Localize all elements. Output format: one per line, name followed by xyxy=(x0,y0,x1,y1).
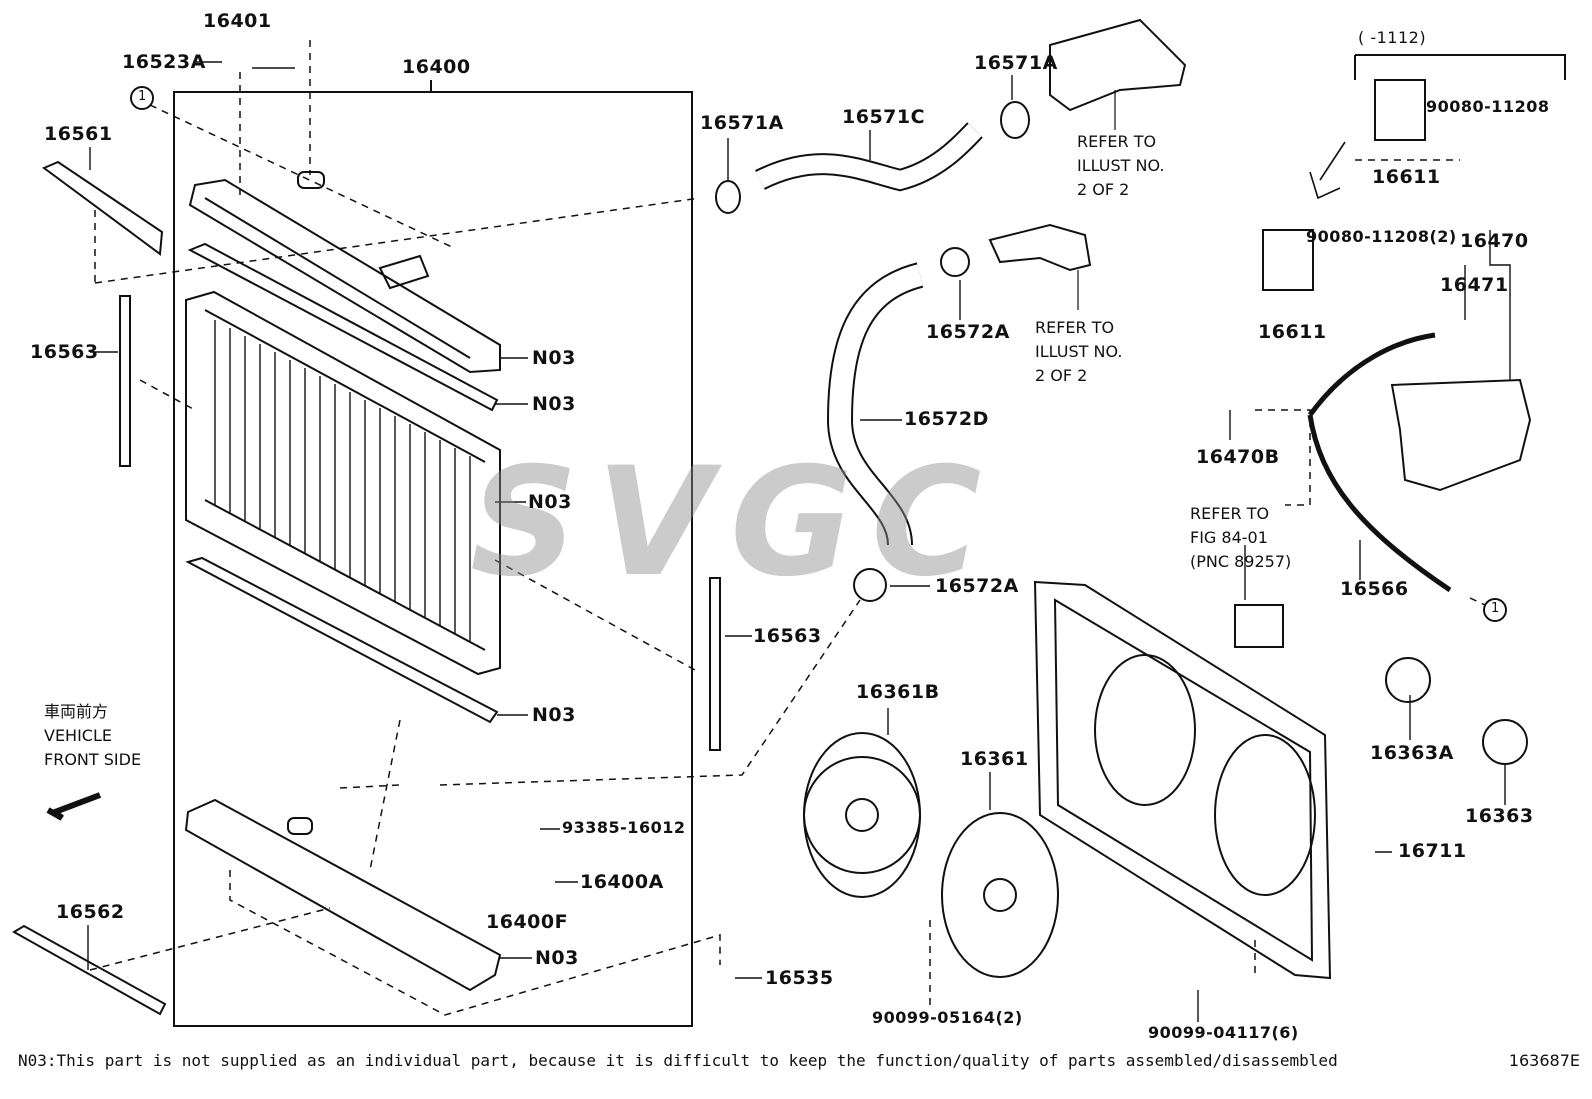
part-label-16562[interactable]: 16562 xyxy=(56,901,125,923)
part-label-90080-11208-2[interactable]: 90080-11208(2) xyxy=(1306,227,1457,246)
refer-note-lower-outlet[interactable]: REFER TO ILLUST NO. 2 OF 2 xyxy=(1035,318,1123,385)
part-label-90099-04117[interactable]: 90099-04117(6) xyxy=(1148,1023,1299,1042)
part-label-16571C[interactable]: 16571C xyxy=(842,106,926,128)
part-label-16401[interactable]: 16401 xyxy=(203,10,272,32)
part-label-16363A[interactable]: 16363A xyxy=(1370,742,1454,764)
watermark-logo: SVGC xyxy=(470,436,1000,610)
part-label-16361[interactable]: 16361 xyxy=(960,748,1029,770)
upper-tank xyxy=(188,171,501,374)
refer-note-fan-ecu[interactable]: REFER TO FIG 84-01 (PNC 89257) xyxy=(1190,504,1292,571)
fan-shroud-16711 xyxy=(1033,580,1332,980)
clamp-16571A-right xyxy=(1000,101,1030,139)
callout-number-1-right: 1 xyxy=(1491,601,1500,616)
part-label-n03-3[interactable]: N03 xyxy=(528,491,572,513)
seal-16561 xyxy=(42,160,164,256)
clamp-16571A-left xyxy=(715,180,741,214)
lower-tank xyxy=(184,798,502,992)
part-label-16471[interactable]: 16471 xyxy=(1440,274,1509,296)
part-label-16611-top[interactable]: 16611 xyxy=(1372,166,1441,188)
part-label-16400[interactable]: 16400 xyxy=(402,56,471,78)
part-label-16470[interactable]: 16470 xyxy=(1460,230,1529,252)
part-label-16572A-bottom[interactable]: 16572A xyxy=(935,575,1019,597)
bracket-16611-upper xyxy=(1374,79,1426,141)
part-label-16363[interactable]: 16363 xyxy=(1465,805,1534,827)
part-label-16571A-right[interactable]: 16571A xyxy=(974,52,1058,74)
refer-note-upper-outlet[interactable]: REFER TO ILLUST NO. 2 OF 2 xyxy=(1077,132,1165,199)
part-label-16563-left[interactable]: 16563 xyxy=(30,341,99,363)
part-label-16561[interactable]: 16561 xyxy=(44,123,113,145)
clamp-16572A-bottom xyxy=(853,568,887,602)
part-label-90099-05164[interactable]: 90099-05164(2) xyxy=(872,1008,1023,1027)
footnote-n03: N03:This part is not supplied as an indi… xyxy=(18,1051,1338,1070)
part-label-16572D[interactable]: 16572D xyxy=(904,408,989,430)
part-label-16563-right[interactable]: 16563 xyxy=(753,625,822,647)
part-label-90080-11208[interactable]: 90080-11208 xyxy=(1426,97,1550,116)
part-label-n03-2[interactable]: N03 xyxy=(532,393,576,415)
radiator-core xyxy=(185,290,501,676)
part-label-16361B[interactable]: 16361B xyxy=(856,681,940,703)
seal-16563-right xyxy=(709,577,721,751)
assembly-direction-arrow xyxy=(1309,141,1346,200)
clamp-16572A-top xyxy=(940,247,970,277)
radiator-assembly-frame xyxy=(173,91,693,1027)
part-label-n03-1[interactable]: N03 xyxy=(532,347,576,369)
part-label-16572A-top[interactable]: 16572A xyxy=(926,321,1010,343)
vehicle-front-en2: FRONT SIDE xyxy=(44,750,142,769)
figure-id: 163687E xyxy=(1508,1051,1580,1070)
callout-number-1-left: 1 xyxy=(138,89,147,104)
lower-gasket xyxy=(185,556,499,724)
fan-motor-16363 xyxy=(1482,719,1528,765)
fan-16361B xyxy=(803,756,921,874)
upper-gasket xyxy=(187,242,499,412)
part-label-16400F[interactable]: 16400F xyxy=(486,911,569,933)
date-range-label: ( -1112) xyxy=(1358,28,1427,47)
vehicle-front-arrow xyxy=(46,792,102,821)
part-label-16523A[interactable]: 16523A xyxy=(122,51,206,73)
vehicle-front-en1: VEHICLE xyxy=(44,726,112,745)
callout-circle-1-right xyxy=(1483,598,1507,622)
fan-motor-16363A xyxy=(1385,657,1431,703)
water-outlet-lower xyxy=(988,223,1092,272)
water-outlet-upper xyxy=(1049,18,1187,112)
part-label-n03-5[interactable]: N03 xyxy=(535,947,579,969)
part-label-16571A-left[interactable]: 16571A xyxy=(700,112,784,134)
seal-16562 xyxy=(12,924,167,1016)
part-label-16611-bottom[interactable]: 16611 xyxy=(1258,321,1327,343)
seal-16563-left xyxy=(119,295,131,467)
bracket-16611-lower xyxy=(1262,229,1314,291)
part-label-16711[interactable]: 16711 xyxy=(1398,840,1467,862)
hose-16566 xyxy=(1307,332,1436,417)
part-label-n03-4[interactable]: N03 xyxy=(532,704,576,726)
part-label-16535[interactable]: 16535 xyxy=(765,967,834,989)
cooling-fan-ecu xyxy=(1234,604,1284,648)
part-label-93385-16012[interactable]: 93385-16012 xyxy=(562,818,686,837)
reservoir-tank-16470 xyxy=(1390,378,1532,492)
fan-16361 xyxy=(941,812,1059,978)
part-label-16566[interactable]: 16566 xyxy=(1340,578,1409,600)
part-label-16470B[interactable]: 16470B xyxy=(1196,446,1280,468)
callout-circle-1-left xyxy=(130,86,154,110)
vehicle-front-jp: 車両前方 xyxy=(44,702,109,721)
part-label-16400A[interactable]: 16400A xyxy=(580,871,664,893)
